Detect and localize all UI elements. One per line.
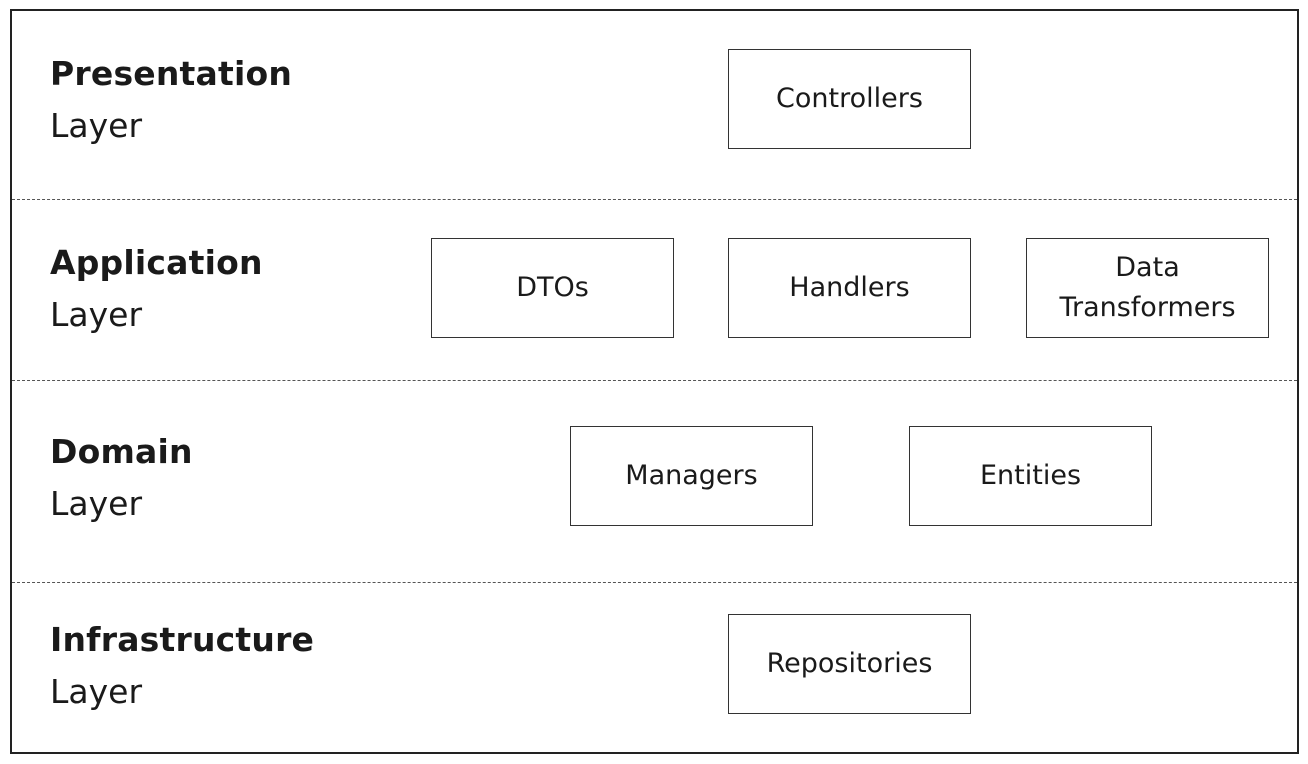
- diagram-frame: [10, 9, 1299, 754]
- layer-divider: [12, 582, 1297, 583]
- layer-name: Domain: [50, 432, 193, 471]
- component-managers: Managers: [570, 426, 813, 526]
- layer-divider: [12, 380, 1297, 381]
- layer-suffix: Layer: [50, 484, 143, 523]
- layer-label-domain: Domain Layer: [50, 426, 193, 530]
- layer-name: Infrastructure: [50, 620, 315, 659]
- layer-divider: [12, 199, 1297, 200]
- component-entities: Entities: [909, 426, 1152, 526]
- component-data-transformers: Data Transformers: [1026, 238, 1269, 338]
- component-dtos: DTOs: [431, 238, 674, 338]
- layer-label-presentation: Presentation Layer: [50, 48, 292, 152]
- layer-name: Presentation: [50, 54, 293, 93]
- layer-label-application: Application Layer: [50, 237, 263, 341]
- layer-label-infrastructure: Infrastructure Layer: [50, 614, 314, 718]
- layer-suffix: Layer: [50, 672, 143, 711]
- layer-suffix: Layer: [50, 295, 143, 334]
- layer-suffix: Layer: [50, 106, 143, 145]
- component-repositories: Repositories: [728, 614, 971, 714]
- component-handlers: Handlers: [728, 238, 971, 338]
- layer-name: Application: [50, 243, 263, 282]
- component-controllers: Controllers: [728, 49, 971, 149]
